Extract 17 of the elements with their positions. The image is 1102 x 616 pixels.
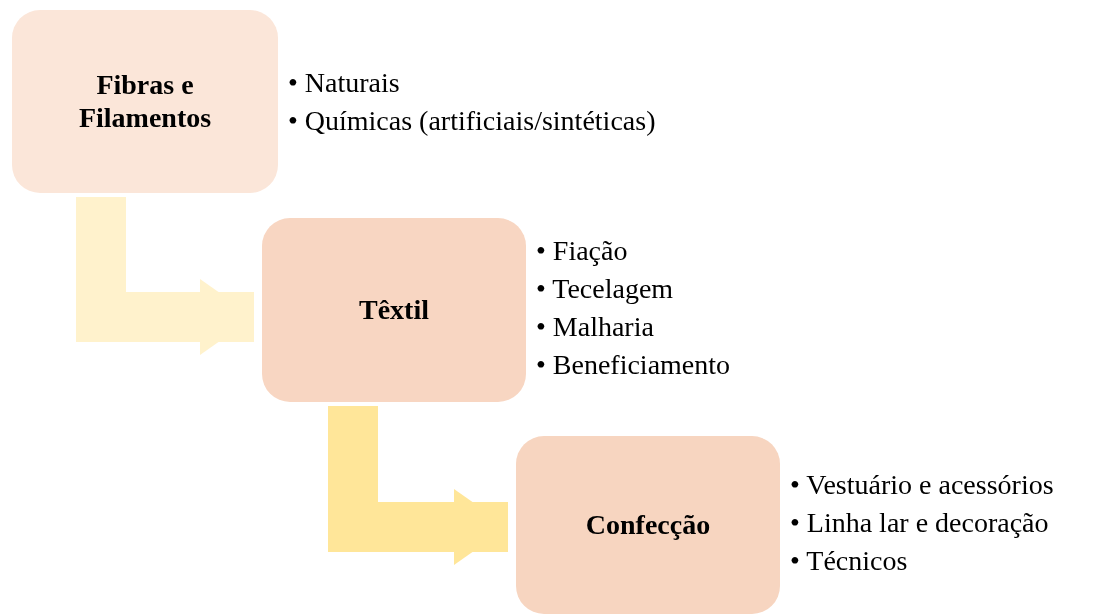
process-box xyxy=(12,10,278,193)
bent-arrow xyxy=(328,406,508,565)
box-title: Confecção xyxy=(585,508,711,542)
bullet-item: • Técnicos xyxy=(790,544,909,578)
bent-arrow xyxy=(76,197,254,355)
box-title: Têxtil xyxy=(359,293,429,327)
process-box xyxy=(516,436,780,614)
bullet-item: • Naturais xyxy=(288,66,401,100)
bullet-item: • Químicas (artificiais/sintéticas) xyxy=(288,104,656,138)
bullet-item: • Tecelagem xyxy=(536,272,675,306)
bullet-item: • Malharia xyxy=(536,310,655,344)
bullet-item: • Linha lar e decoração xyxy=(790,506,1050,540)
box-title: Fibras e Filamentos xyxy=(77,69,213,134)
bullet-item: • Beneficiamento xyxy=(536,348,731,382)
bullet-item: • Vestuário e acessórios xyxy=(790,468,1054,502)
process-box xyxy=(262,218,526,402)
bullet-item: • Fiação xyxy=(536,234,629,268)
